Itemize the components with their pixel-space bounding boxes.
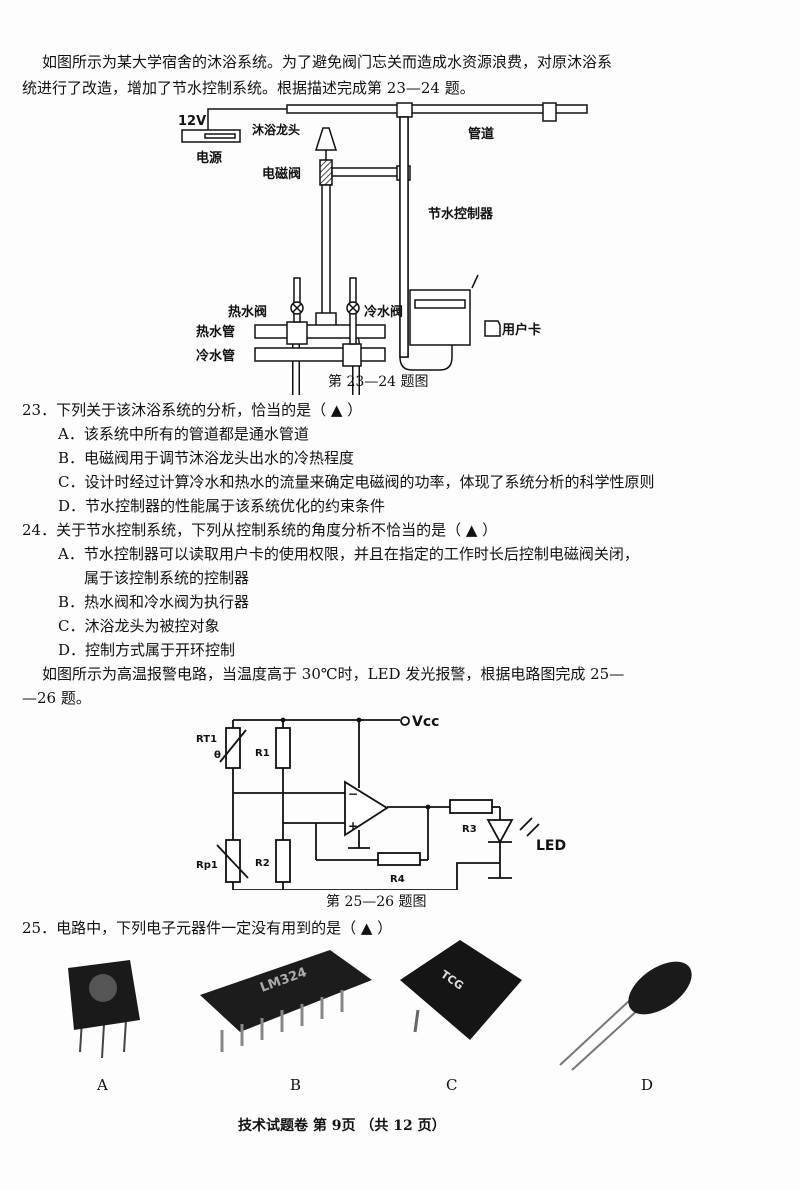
r1-label: R1	[255, 748, 270, 759]
component-images: LM324 TCG	[68, 940, 692, 1071]
vcc-label: Vcc	[412, 714, 439, 730]
question-24-option-c: C．沐浴龙头为被控对象	[58, 617, 220, 635]
user-card-label: 用户卡	[501, 322, 541, 338]
question-24-option-a-cont: 属于该控制系统的控制器	[84, 569, 250, 587]
theta-label: θ	[214, 750, 221, 761]
figure-caption: 第 25—26 题图	[326, 894, 427, 910]
inverting-input-label: −	[348, 787, 358, 801]
question-24-option-d: D．控制方式属于开环控制	[58, 641, 236, 659]
noninverting-input-label: +	[348, 819, 358, 833]
question-23-option-d: D．节水控制器的性能属于该系统优化的约束条件	[58, 497, 386, 515]
r4-label: R4	[390, 874, 405, 885]
option-c-label: C	[446, 1076, 458, 1094]
power-label: 电源	[196, 150, 222, 166]
option-d-label: D	[641, 1076, 654, 1094]
r3-label: R3	[462, 824, 477, 835]
led-image	[559, 961, 692, 1071]
r2-label: R2	[255, 858, 270, 869]
shower-system-diagram: 12V 电源 沐浴龙头 电磁阀 管道 节水控制器 用户卡	[178, 102, 588, 395]
trimmer-potentiometer-image	[68, 960, 140, 1059]
cold-valve-label: 冷水阀	[364, 304, 403, 320]
page-footer: 技术试题卷 第 9页 （共 12 页）	[238, 1118, 446, 1134]
question-23-stem: 23．下列关于该沐浴系统的分析，恰当的是（ ▲ ）	[22, 401, 363, 419]
intro-paragraph-line: 如图所示为某大学宿舍的沐浴系统。为了避免阀门忘关而造成水资源浪费，对原沐浴系	[42, 53, 613, 71]
alarm-circuit-diagram: Vcc RT1 θ R1 R2 R3 R4 Rp1 LED − +	[196, 714, 566, 890]
power-voltage-label: 12V	[178, 114, 206, 129]
question-23-option-a: A．该系统中所有的管道都是通水管道	[58, 425, 309, 443]
question-25-stem: 25．电路中，下列电子元器件一定没有用到的是（ ▲ ）	[22, 919, 393, 937]
rp1-label: Rp1	[196, 860, 218, 871]
intro-paragraph-line: 如图所示为高温报警电路，当温度高于 30℃时，LED 发光报警，根据电路图完成 …	[42, 665, 625, 683]
figure-caption: 第 23—24 题图	[328, 374, 429, 390]
option-a-label: A	[97, 1076, 108, 1094]
intro-paragraph-line: —26 题。	[22, 689, 91, 707]
question-24-option-b: B．热水阀和冷水阀为执行器	[58, 593, 250, 611]
controller-label: 节水控制器	[428, 206, 494, 222]
shower-head-label: 沐浴龙头	[252, 122, 300, 137]
solenoid-valve-label: 电磁阀	[262, 166, 301, 182]
question-23-option-c: C．设计时经过计算冷水和热水的流量来确定电磁阀的功率，体现了系统分析的科学性原则	[58, 473, 655, 491]
option-b-label: B	[290, 1076, 302, 1094]
intro-paragraph-line: 统进行了改造，增加了节水控制系统。根据描述完成第 23—24 题。	[22, 79, 475, 97]
rt1-label: RT1	[196, 734, 217, 745]
pipe-label: 管道	[468, 126, 494, 142]
ic-chip-image: LM324	[200, 950, 372, 1052]
question-24-option-a: A．节水控制器可以读取用户卡的使用权限，并且在指定的工作时长后控制电磁阀关闭，	[58, 545, 639, 563]
relay-image: TCG	[400, 940, 522, 1040]
hot-pipe-label: 热水管	[196, 324, 235, 340]
cold-pipe-label: 冷水管	[196, 348, 235, 364]
shower-system-diagram-lower: 热水阀 冷水阀 热水管 冷水管	[196, 277, 403, 367]
question-24-stem: 24．关于节水控制系统，下列从控制系统的角度分析不恰当的是（ ▲ ）	[22, 521, 498, 539]
led-label: LED	[536, 838, 566, 854]
question-23-option-b: B．电磁阀用于调节沐浴龙头出水的冷热程度	[58, 449, 355, 467]
hot-valve-label: 热水阀	[228, 304, 267, 320]
